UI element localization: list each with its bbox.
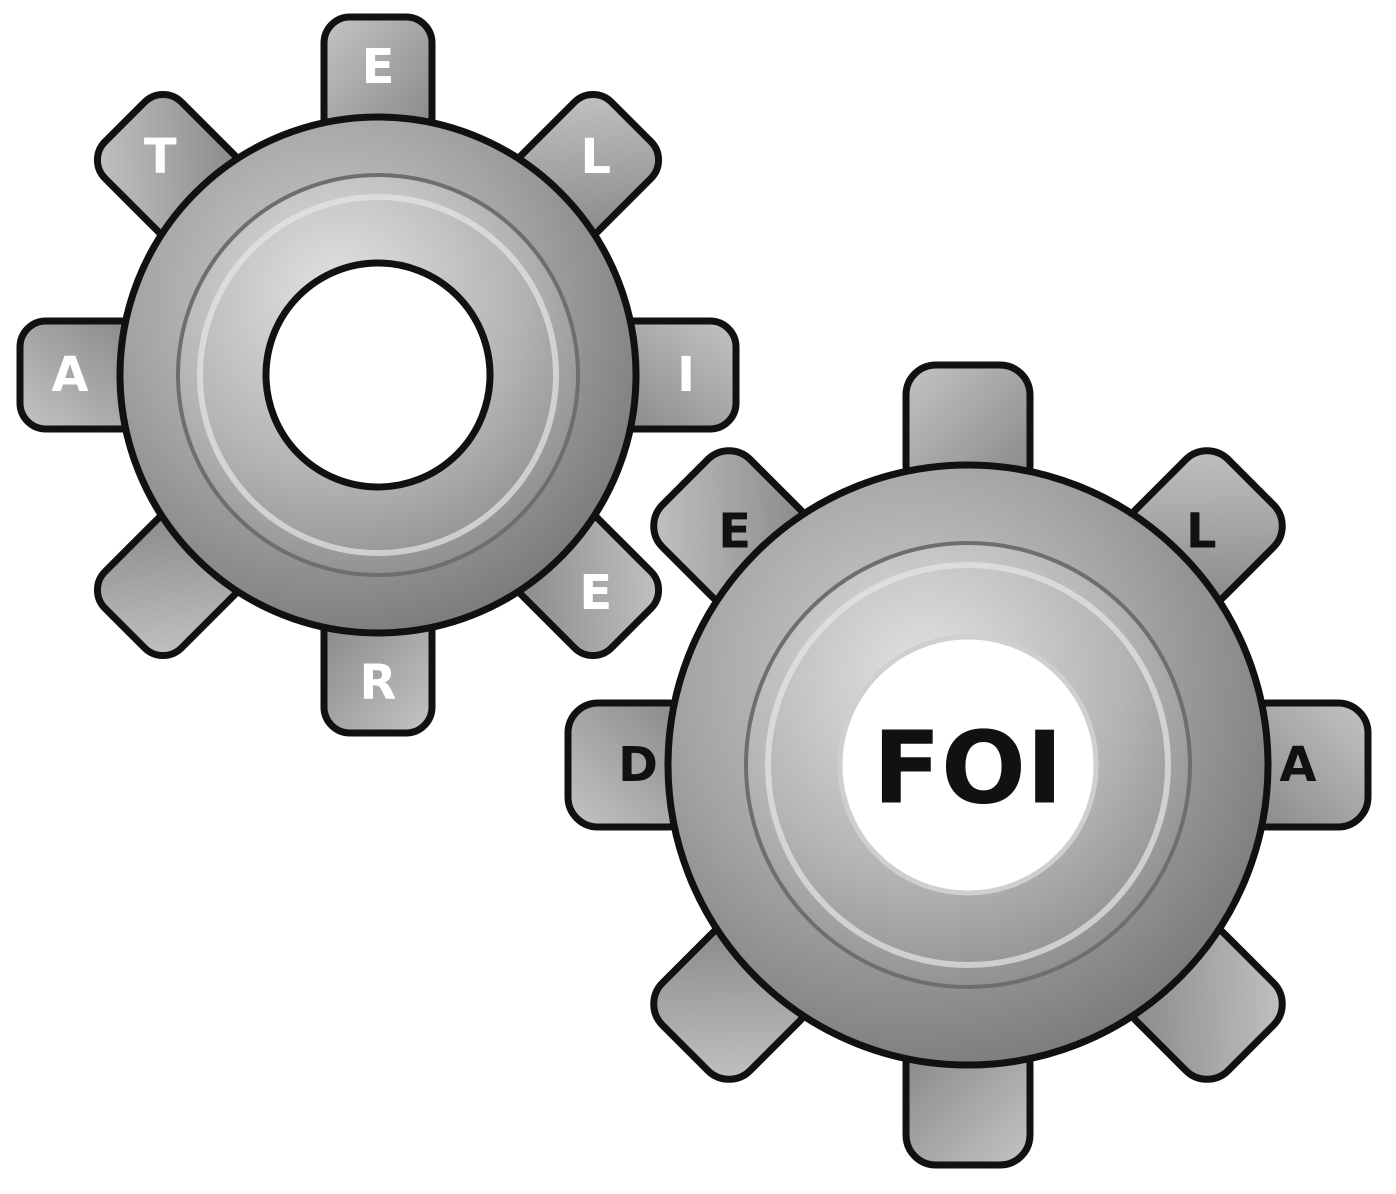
large-gear-tooth-label-2: A — [1279, 737, 1316, 793]
small-gear-tooth-label-1: L — [580, 129, 611, 185]
large-gear-tooth-label-7: E — [718, 504, 751, 560]
small-gear-tooth-label-4: R — [360, 655, 397, 711]
small-gear-tooth-label-0: E — [362, 39, 395, 95]
small-gear-hole — [266, 263, 490, 487]
large-gear-center-text: FOI — [873, 710, 1064, 827]
small-gear-tooth-label-7: T — [144, 129, 177, 185]
small-gear-tooth-label-3: E — [579, 565, 612, 621]
large-gear-tooth-label-6: D — [618, 737, 658, 793]
small-gear: E L I E R A T — [20, 17, 736, 733]
small-gear-tooth-label-2: I — [677, 347, 695, 403]
small-gear-tooth-label-6: A — [51, 347, 88, 403]
large-gear-tooth-label-1: L — [1186, 504, 1217, 560]
small-gear-body — [20, 17, 736, 733]
large-gear: L A D E FOI — [568, 365, 1368, 1165]
